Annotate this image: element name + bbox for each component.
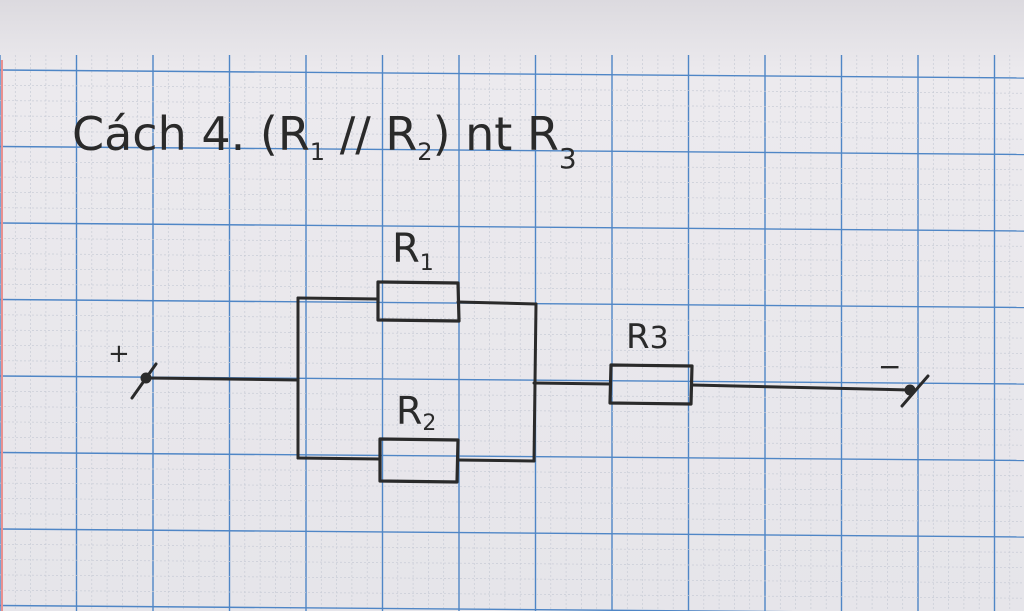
grid-line-major bbox=[0, 528, 1024, 538]
grid-line-major bbox=[0, 222, 1024, 232]
grid-line-minor bbox=[0, 559, 1024, 568]
positive-sign: + bbox=[108, 339, 130, 369]
label-r3-name: R bbox=[626, 317, 650, 357]
label-r2-sub: 2 bbox=[422, 411, 436, 436]
heading-main: Cách 4. (R bbox=[72, 107, 310, 161]
circuit-wires bbox=[146, 296, 912, 463]
grid-line-minor bbox=[0, 482, 1024, 492]
grid-line-minor bbox=[0, 314, 1024, 324]
grid-line-minor bbox=[0, 283, 1024, 293]
resistor-r1-body bbox=[376, 280, 461, 323]
grid-line-major bbox=[0, 145, 1024, 156]
label-r1-name: R bbox=[392, 226, 420, 272]
label-r1: R1 bbox=[392, 226, 434, 276]
grid-line-minor bbox=[0, 543, 1024, 553]
resistor-r3-body bbox=[608, 363, 694, 406]
grid-line-minor bbox=[0, 406, 1024, 415]
resistor-r2-body bbox=[378, 437, 460, 484]
grid-line-minor bbox=[0, 161, 1024, 171]
heading-parallel: // R bbox=[325, 107, 417, 161]
grid-line-minor bbox=[0, 589, 1024, 599]
grid-line-minor bbox=[0, 237, 1024, 247]
grid-line-minor bbox=[0, 360, 1024, 370]
grid-line-minor bbox=[0, 345, 1024, 354]
grid-line-major bbox=[0, 604, 794, 611]
grid-line-minor bbox=[0, 253, 1024, 262]
grid-line-minor bbox=[0, 421, 1024, 431]
grid-line-minor bbox=[0, 84, 1024, 94]
grid-line-minor bbox=[0, 329, 1024, 339]
heading-sub-r2: 2 bbox=[417, 138, 432, 166]
resistors bbox=[376, 280, 694, 484]
grid-line-minor bbox=[0, 574, 1024, 584]
positive-terminal-dot bbox=[140, 372, 152, 384]
grid-line-minor bbox=[0, 390, 1024, 400]
grid-line-minor bbox=[0, 498, 1024, 507]
wire-input bbox=[146, 376, 300, 382]
grid-line-minor bbox=[0, 130, 1024, 140]
wire-bottom-right bbox=[456, 458, 536, 463]
wire-top-left bbox=[296, 296, 380, 301]
negative-terminal-dot bbox=[904, 384, 916, 396]
label-r3-sub: 3 bbox=[650, 321, 669, 356]
grid-line-minor bbox=[0, 100, 1024, 109]
grid-line-minor bbox=[0, 513, 1024, 523]
graph-paper-grid bbox=[0, 55, 1024, 611]
grid-line-major bbox=[0, 69, 1024, 79]
label-r2: R2 bbox=[396, 389, 436, 436]
negative-sign: − bbox=[878, 350, 901, 383]
grid-line-major bbox=[0, 451, 1024, 462]
heading-sub-r3: 3 bbox=[559, 142, 577, 175]
label-r3: R3 bbox=[626, 317, 669, 357]
wire-bottom-left bbox=[296, 456, 382, 461]
wire-top-right bbox=[456, 300, 538, 306]
heading-sub-r1: 1 bbox=[310, 138, 325, 166]
grid-line-minor bbox=[0, 192, 1024, 201]
grid-line-minor bbox=[0, 176, 1024, 186]
wire-output bbox=[690, 383, 912, 392]
grid-line-minor bbox=[0, 207, 1024, 217]
label-r2-name: R bbox=[396, 389, 422, 433]
grid-line-minor bbox=[0, 436, 1024, 446]
heading-series: ) nt R bbox=[433, 107, 559, 161]
grid-line-minor bbox=[0, 467, 1024, 477]
label-r1-sub: 1 bbox=[420, 251, 434, 276]
wire-to-r3 bbox=[532, 381, 612, 386]
grid-line-minor bbox=[0, 115, 1024, 125]
heading: Cách 4. (R1 // R2) nt R3 bbox=[72, 107, 577, 175]
terminals bbox=[130, 362, 930, 408]
grid-line-minor bbox=[0, 268, 1024, 278]
